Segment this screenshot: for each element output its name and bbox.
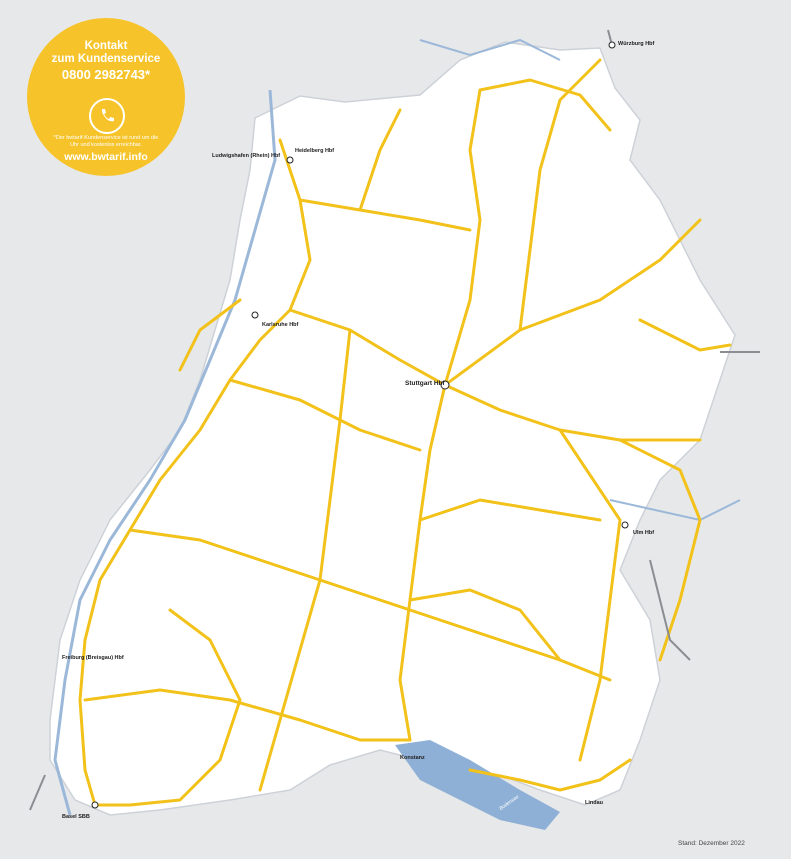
city-ulm: Ulm Hbf (633, 530, 655, 536)
badge-url[interactable]: www.bwtarif.info (64, 151, 148, 163)
contact-badge: Kontakt zum Kundenservice 0800 2982743* … (27, 18, 185, 176)
badge-phone[interactable]: 0800 2982743* (61, 67, 151, 82)
lake-constance (395, 740, 560, 830)
stand-date: Stand: Dezember 2022 (678, 840, 745, 847)
station-dots (91, 41, 629, 809)
badge-note: *Der bwtarif-Kundenservice ist rund um d… (53, 135, 159, 148)
badge-title-line2: zum Kundenservice (51, 53, 161, 65)
city-basel: Basel SBB (62, 814, 90, 820)
city-freiburg: Freiburg (Breisgau) Hbf (62, 655, 124, 661)
phone-icon (89, 98, 125, 134)
rail-network (78, 58, 732, 807)
city-heidelberg: Heidelberg Hbf (295, 148, 335, 154)
city-wuerzburg: Würzburg Hbf (618, 41, 655, 47)
river-main (419, 38, 561, 61)
city-konstanz: Konstanz (400, 755, 425, 761)
state-area (49, 41, 736, 816)
river-rhine (53, 89, 277, 816)
badge-title-line1: Kontakt (84, 40, 128, 52)
city-stuttgart: Stuttgart Hbf (405, 380, 445, 387)
city-ludwigshafen: Ludwigshafen (Rhein) Hbf (212, 153, 281, 159)
phone-glyph (102, 109, 114, 122)
city-karlsruhe: Karlsruhe Hbf (262, 322, 299, 328)
city-lindau: Lindau (585, 800, 604, 806)
